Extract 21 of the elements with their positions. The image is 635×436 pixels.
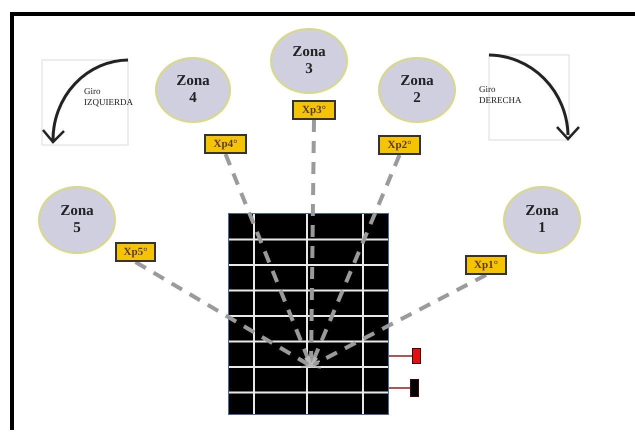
connector-line [389,387,410,389]
grid-panel [228,213,389,415]
connector-line [389,355,412,357]
zone-label: Zona 5 [59,202,95,238]
angle-tag: Xp2° [378,135,421,155]
zone-label: Zona 4 [175,72,211,108]
terminal-block [410,379,419,397]
angle-tag: Xp3° [292,100,336,120]
dashed-arrow [134,260,312,368]
rotation-label: Giro DERECHA [479,84,522,106]
angle-tag: Xp5° [115,242,156,262]
angle-tag: Xp1° [465,255,507,275]
zone-label: Zona 1 [524,202,560,238]
dashed-arrow [310,273,487,369]
angle-tag: Xp4° [204,134,247,154]
rotation-label: Giro IZQUIERDA [84,86,134,108]
dashed-arrow [304,120,318,367]
dashed-arrow [308,154,402,367]
zone-label: Zona 2 [399,72,435,108]
terminal-block [412,348,421,364]
zone-label: Zona 3 [291,44,327,78]
